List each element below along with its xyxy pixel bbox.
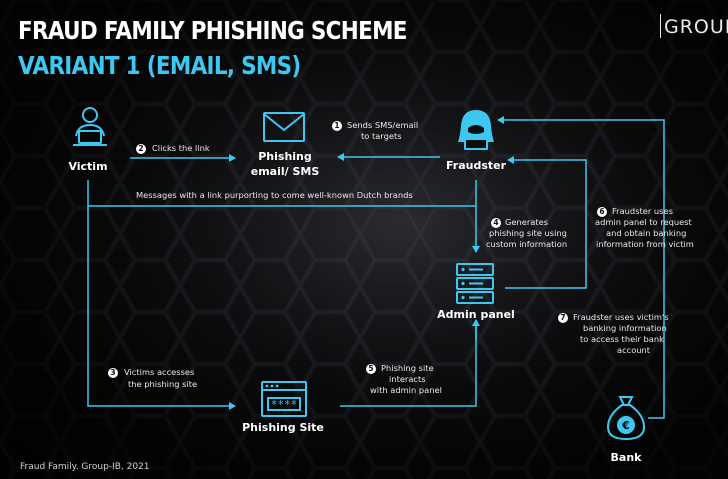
hacker-icon — [458, 110, 494, 150]
arrow-bank-to-fraudster — [497, 116, 665, 419]
bank-label: Bank — [610, 451, 642, 464]
step-5-badge: 5 — [366, 364, 376, 374]
envelope-icon — [263, 112, 305, 142]
source-footer: Fraud Family. Group-IB, 2021 — [20, 462, 150, 472]
step-2-text-line1: Clicks the link — [152, 143, 210, 153]
arrow-site-to-admin — [340, 319, 480, 407]
step-7-text-line2: banking information — [583, 323, 667, 333]
page-title: FRAUD FAMILY PHISHING SCHEME — [18, 16, 407, 45]
step-5-text-line1: Phishing site — [381, 363, 434, 373]
step-6-text-line3: and obtain banking — [606, 228, 687, 238]
brand-logo: GROUP — [664, 16, 728, 38]
money-bag-euro-icon: € — [606, 396, 646, 441]
page-subtitle: VARIANT 1 (EMAIL, SMS) — [18, 51, 301, 80]
step-1-text-line1: Sends SMS/email — [347, 120, 419, 130]
arrow-admin-to-fraudster — [505, 156, 587, 289]
euro-symbol: € — [621, 419, 630, 432]
victim-label: Victim — [68, 160, 108, 173]
browser-password-icon: **** — [261, 381, 307, 417]
messages-label: Messages with a link purporting to come … — [136, 190, 413, 200]
step-4-text-line2: phishing site using — [489, 228, 567, 238]
step-2-badge: 2 — [136, 144, 146, 154]
password-mask: **** — [271, 398, 298, 411]
step-4-text-line1: Generates — [505, 217, 549, 227]
step-5-text-line3: with admin panel — [370, 385, 442, 395]
step-3-text-line1: Victims accesses — [124, 367, 195, 377]
server-icon — [456, 263, 494, 304]
step-4-text-line3: custom information — [486, 239, 568, 249]
step-6-text-line1: Fraudster uses — [612, 206, 673, 216]
step-5-text-line2: interacts — [389, 374, 426, 384]
step-4-badge: 4 — [491, 218, 501, 228]
step-3-text-line2: the phishing site — [128, 379, 198, 389]
arrow-victim-to-site — [87, 206, 236, 410]
step-7-text-line3: to access their bank — [580, 334, 664, 344]
step-6-badge: 6 — [597, 207, 607, 217]
fraudster-label: Fraudster — [445, 159, 507, 172]
step-7-text-line4: account — [617, 345, 651, 355]
step-7-badge: 7 — [558, 313, 568, 323]
person-laptop-icon — [73, 107, 107, 146]
phishing-email-label-line2: email/ SMS — [250, 165, 320, 178]
phishing-site-label: Phishing Site — [242, 421, 324, 434]
step-6-text-line2: admin panel to request — [595, 217, 692, 227]
step-6-text-line4: information from victim — [596, 239, 694, 249]
phishing-email-label-line1: Phishing — [258, 150, 312, 163]
step-7-text-line1: Fraudster uses victim's — [573, 312, 669, 322]
step-3-badge: 3 — [108, 368, 118, 378]
step-1-badge: 1 — [332, 121, 342, 131]
logo-divider — [660, 14, 661, 38]
step-1-text-line2: to targets — [361, 131, 402, 141]
admin-panel-label: Admin panel — [437, 308, 515, 321]
